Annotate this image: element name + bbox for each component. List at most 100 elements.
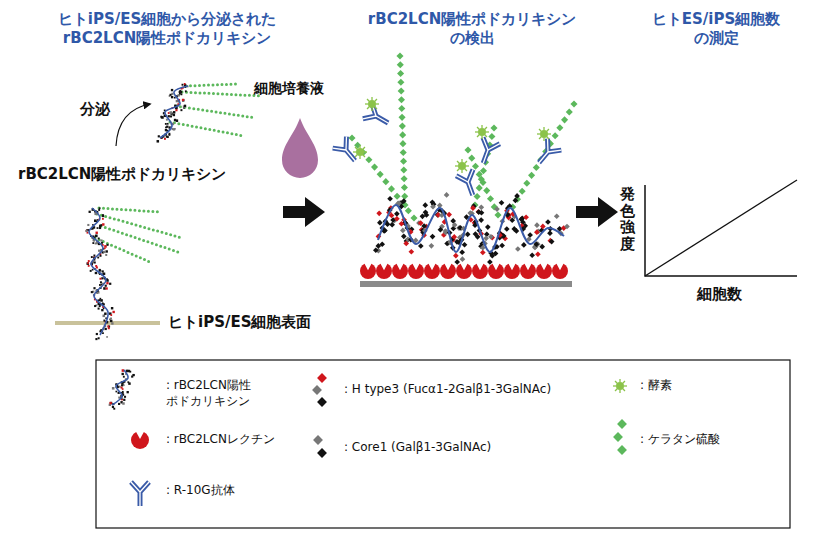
glycan-dot <box>173 111 175 113</box>
keratan-sulfate-diamond <box>528 172 535 179</box>
glycan-dot <box>102 215 104 217</box>
glycan-dot <box>123 376 125 378</box>
glycan-diamond <box>478 205 484 211</box>
glycan-dot <box>165 129 167 131</box>
glycan-diamond <box>394 211 400 217</box>
enzyme-symbol <box>365 97 379 111</box>
glycan-dot <box>98 337 100 339</box>
rbc2lcn-lectin <box>131 430 149 449</box>
legend-glycan-diamond <box>317 448 327 458</box>
keratan-sulfate-diamond <box>519 188 526 195</box>
glycan-dot <box>182 99 184 101</box>
keratan-sulfate-diamond <box>397 79 404 86</box>
glycan-diamond <box>504 226 510 232</box>
keratan-sulfate-diamond <box>397 61 404 68</box>
keratan-sulfate-diamond <box>472 163 479 170</box>
glycan-dot <box>169 111 172 114</box>
panel-heading: ヒトiPS/ES細胞から分泌された rBC2LCN陽性ポドカリキシン <box>36 10 298 48</box>
glycan-dot <box>110 402 113 405</box>
glycan-dot <box>183 105 185 107</box>
cell-membrane <box>55 321 160 325</box>
glycan-dot <box>98 308 100 310</box>
glycan-dot <box>123 399 125 401</box>
rbc2lcn-lectin <box>456 262 472 279</box>
glycan-diamond <box>473 231 479 237</box>
legend-text: : rBC2LCNレクチン <box>166 432 275 448</box>
glycan-dot <box>86 262 89 265</box>
glycan-diamond <box>420 214 426 220</box>
glycan-dot <box>122 391 124 393</box>
rbc2lcn-lectin <box>360 262 376 279</box>
keratan-sulfate-diamond <box>552 132 559 139</box>
glycan-dot <box>161 116 164 119</box>
glycan-dot <box>99 225 101 227</box>
keratan-sulfate-diamond <box>556 124 563 131</box>
glycan-diamond <box>373 247 379 253</box>
glycan-diamond <box>499 200 505 206</box>
keratan-sulfate-dots <box>176 106 256 118</box>
glycan-dot <box>166 136 168 138</box>
glycan-dot <box>127 391 129 393</box>
r10g-antibody <box>532 139 561 169</box>
keratan-sulfate-diamond <box>399 123 406 130</box>
glycan-dot <box>93 287 95 289</box>
legend-glycan-diamond <box>317 397 327 407</box>
glycan-diamond <box>377 220 383 226</box>
keratan-sulfate-diamond <box>410 214 417 221</box>
glycan-diamond <box>545 219 551 225</box>
glycan-dot <box>173 128 175 130</box>
enzyme-symbol <box>475 125 489 139</box>
glycan-dot <box>95 272 97 274</box>
panel-heading: rBC2LCN陽性ポドカリキシン の検出 <box>358 10 586 48</box>
keratan-sulfate-diamond <box>488 133 495 140</box>
glycan-dot <box>174 119 176 121</box>
keratan-sulfate-diamond <box>405 207 412 214</box>
glycan-dot <box>107 325 109 327</box>
podocalyxin-backbone <box>378 205 564 252</box>
rbc2lcn-lectin <box>376 262 392 279</box>
glycan-dot <box>101 309 103 311</box>
keratan-sulfate-dots <box>186 84 236 86</box>
glycan-diamond <box>499 243 505 249</box>
keratan-sulfate-diamond <box>365 156 372 163</box>
label: rBC2LCN陽性ポドカリキシン <box>18 165 226 183</box>
glycan-dot <box>99 299 101 301</box>
keratan-sulfate-diamond <box>399 131 406 138</box>
glycan-dot <box>97 257 99 259</box>
glycan-dot <box>112 387 115 390</box>
glycan-dot <box>102 332 104 334</box>
glycan-diamond <box>453 253 459 259</box>
keratan-sulfate-diamond <box>399 140 406 147</box>
keratan-sulfate-diamond <box>401 175 408 182</box>
glycan-dot <box>99 255 101 257</box>
secretion-arrow <box>116 104 150 146</box>
medium-drop <box>282 118 318 178</box>
glycan-dot <box>164 138 166 140</box>
keratan-sulfate-diamond <box>398 105 405 112</box>
glycan-dot <box>170 115 172 117</box>
glycan-diamond <box>418 243 424 249</box>
glycan-dot <box>103 287 106 290</box>
glycan-diamond <box>430 234 436 240</box>
glycan-diamond <box>399 221 405 227</box>
r10g-antibody <box>131 482 149 506</box>
glycan-dot <box>171 93 173 95</box>
glycan-diamond <box>375 243 381 249</box>
glycan-dot <box>105 285 107 287</box>
glycan-dot <box>158 135 160 137</box>
glycan-dot <box>122 402 124 404</box>
glycan-dot <box>175 109 177 111</box>
glycan-diamond <box>376 210 382 216</box>
assay-plate <box>360 281 572 287</box>
glycan-dot <box>104 245 107 248</box>
glycan-diamond <box>454 259 460 265</box>
glycan-diamond <box>534 222 540 228</box>
glycan-dot <box>94 261 96 263</box>
keratan-sulfate-dots <box>170 122 244 136</box>
glycan-dot <box>99 278 101 280</box>
glycan-dot <box>119 386 121 388</box>
keratan-sulfate-diamond <box>533 164 540 171</box>
rbc2lcn-lectin <box>520 262 536 279</box>
keratan-sulfate-diamond <box>394 193 401 200</box>
